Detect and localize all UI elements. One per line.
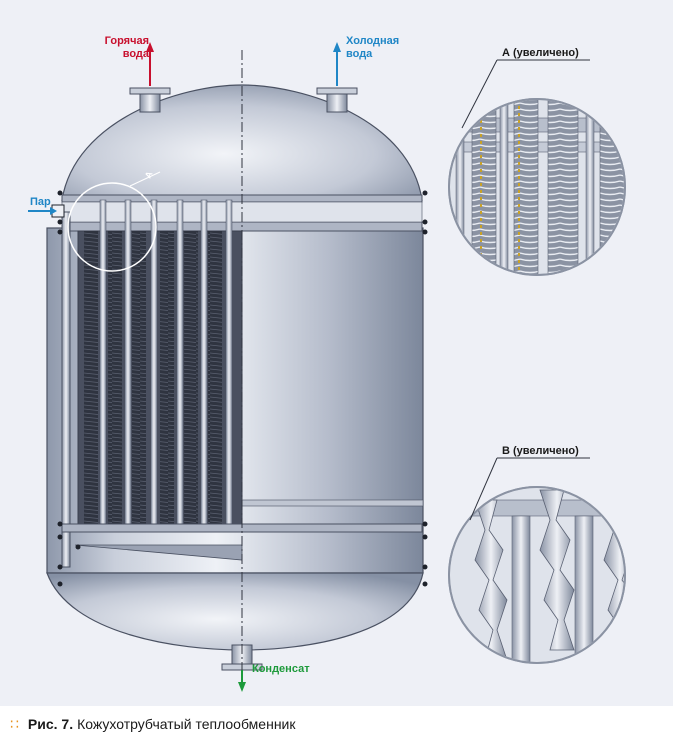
cold-water-nozzle [316, 87, 358, 113]
left-riser-pipe [61, 211, 71, 568]
zoom-b-detail [448, 457, 626, 664]
hot-water-nozzle [129, 87, 171, 113]
cold-water-label-2: вода [346, 48, 373, 60]
zoom-b-label: B (увеличено) [502, 445, 579, 457]
caption-figure-number: Рис. 7. [27, 716, 74, 732]
zoom-a-detail [448, 59, 626, 276]
lower-baffle [74, 544, 243, 561]
zoom-a-label: А (увеличено) [502, 47, 579, 59]
marker-a-label: A [143, 169, 155, 180]
steam-label: Пар [30, 196, 51, 208]
detail-a-marker [67, 182, 157, 272]
flange-bolts [57, 190, 428, 587]
bottom-dome [46, 572, 424, 651]
caption-text: Кожухотрубчатый теплообменник [77, 716, 296, 732]
heat-exchanger-diagram: Горячая вода Холодная вода Пар Конденсат… [28, 35, 626, 692]
finned-tubes [84, 231, 222, 527]
figure-caption: ∷ Рис. 7. Кожухотрубчатый теплообменник [10, 714, 296, 734]
condensate-label: Конденсат [252, 663, 310, 675]
hot-water-label-1: Горячая [105, 35, 149, 47]
cold-water-label-1: Холодная [346, 35, 399, 47]
hot-water-label-2: вода [123, 48, 150, 60]
caption-bullet-icon: ∷ [10, 715, 20, 732]
